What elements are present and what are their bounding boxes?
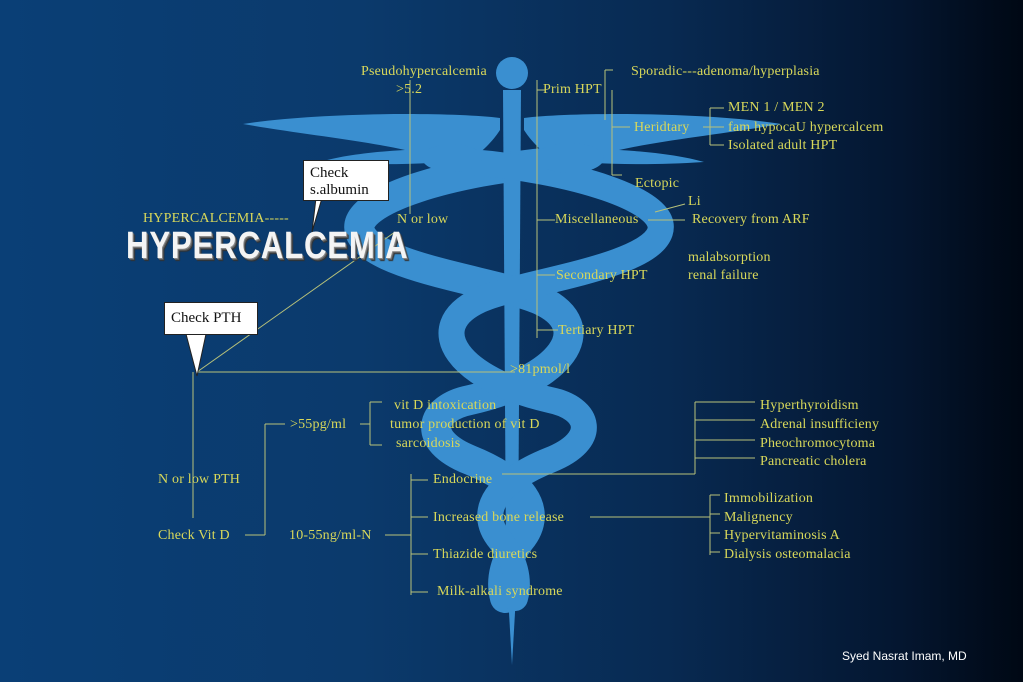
albumin-callout-line1: Check — [310, 165, 349, 181]
check-albumin-callout: Check s.albumin — [303, 160, 389, 201]
high-vit-d-label: >55pg/ml — [290, 417, 347, 432]
high-vit-d-item: tumor production of vit D — [390, 417, 540, 432]
pth-callout-pointer — [185, 333, 207, 377]
high-vit-d-item: vit D intoxication — [394, 398, 497, 413]
bone-release-item: Dialysis osteomalacia — [724, 547, 851, 562]
pseudo-value-label: >5.2 — [396, 82, 423, 97]
check-pth-callout: Check PTH — [164, 302, 258, 335]
hereditary-item: MEN 1 / MEN 2 — [728, 100, 825, 115]
hereditary-item: fam hypocaU hypercalcem — [728, 120, 884, 135]
ectopic-label: Ectopic — [635, 176, 680, 191]
albumin-callout-line2: s.albumin — [310, 182, 369, 198]
caduceus-icon — [243, 57, 781, 665]
bone-release-item: Hypervitaminosis A — [724, 528, 840, 543]
author-credit: Syed Nasrat Imam, MD — [842, 649, 967, 663]
bone-release-item: Immobilization — [724, 491, 814, 506]
mid-vit-d-label: 10-55ng/ml-N — [289, 528, 372, 543]
secondary-item: malabsorption — [688, 250, 771, 265]
miscellaneous-label: Miscellaneous — [555, 212, 639, 227]
endocrine-item: Pancreatic cholera — [760, 454, 867, 469]
title-hypercalcemia: HYPERCALCEMIA — [126, 225, 409, 267]
mid-vit-d-item: Thiazide diuretics — [433, 547, 538, 562]
hereditary-item: Isolated adult HPT — [728, 138, 838, 153]
tertiary-hpt-label: Tertiary HPT — [558, 323, 635, 338]
hereditary-label: Heridtary — [634, 120, 690, 135]
prim-hpt-label: Prim HPT — [543, 82, 602, 97]
mid-vit-d-item: Milk-alkali syndrome — [437, 584, 563, 599]
pth-threshold-label: >81pmol/l — [510, 362, 571, 377]
mid-vit-d-item: Increased bone release — [433, 510, 565, 525]
endocrine-item: Adrenal insufficieny — [760, 417, 880, 432]
n-or-low-pth-label: N or low PTH — [158, 472, 241, 487]
normal-or-low-label: N or low — [397, 212, 449, 227]
high-vit-d-item: sarcoidosis — [396, 436, 461, 451]
misc-item: Li — [688, 194, 701, 209]
mid-vit-d-item: Endocrine — [433, 472, 493, 487]
title-small: HYPERCALCEMIA----- — [143, 211, 289, 226]
pseudohypercalcemia-label: Pseudohypercalcemia — [361, 64, 487, 79]
connector-lines — [192, 69, 755, 595]
sporadic-label: Sporadic---adenoma/hyperplasia — [631, 64, 820, 79]
secondary-item: renal failure — [688, 268, 759, 283]
endocrine-item: Pheochromocytoma — [760, 436, 876, 451]
misc-item: Recovery from ARF — [692, 212, 810, 227]
endocrine-item: Hyperthyroidism — [760, 398, 859, 413]
check-vit-d-label: Check Vit D — [158, 528, 230, 543]
bone-release-item: Malignency — [724, 510, 793, 525]
secondary-hpt-label: Secondary HPT — [556, 268, 648, 283]
